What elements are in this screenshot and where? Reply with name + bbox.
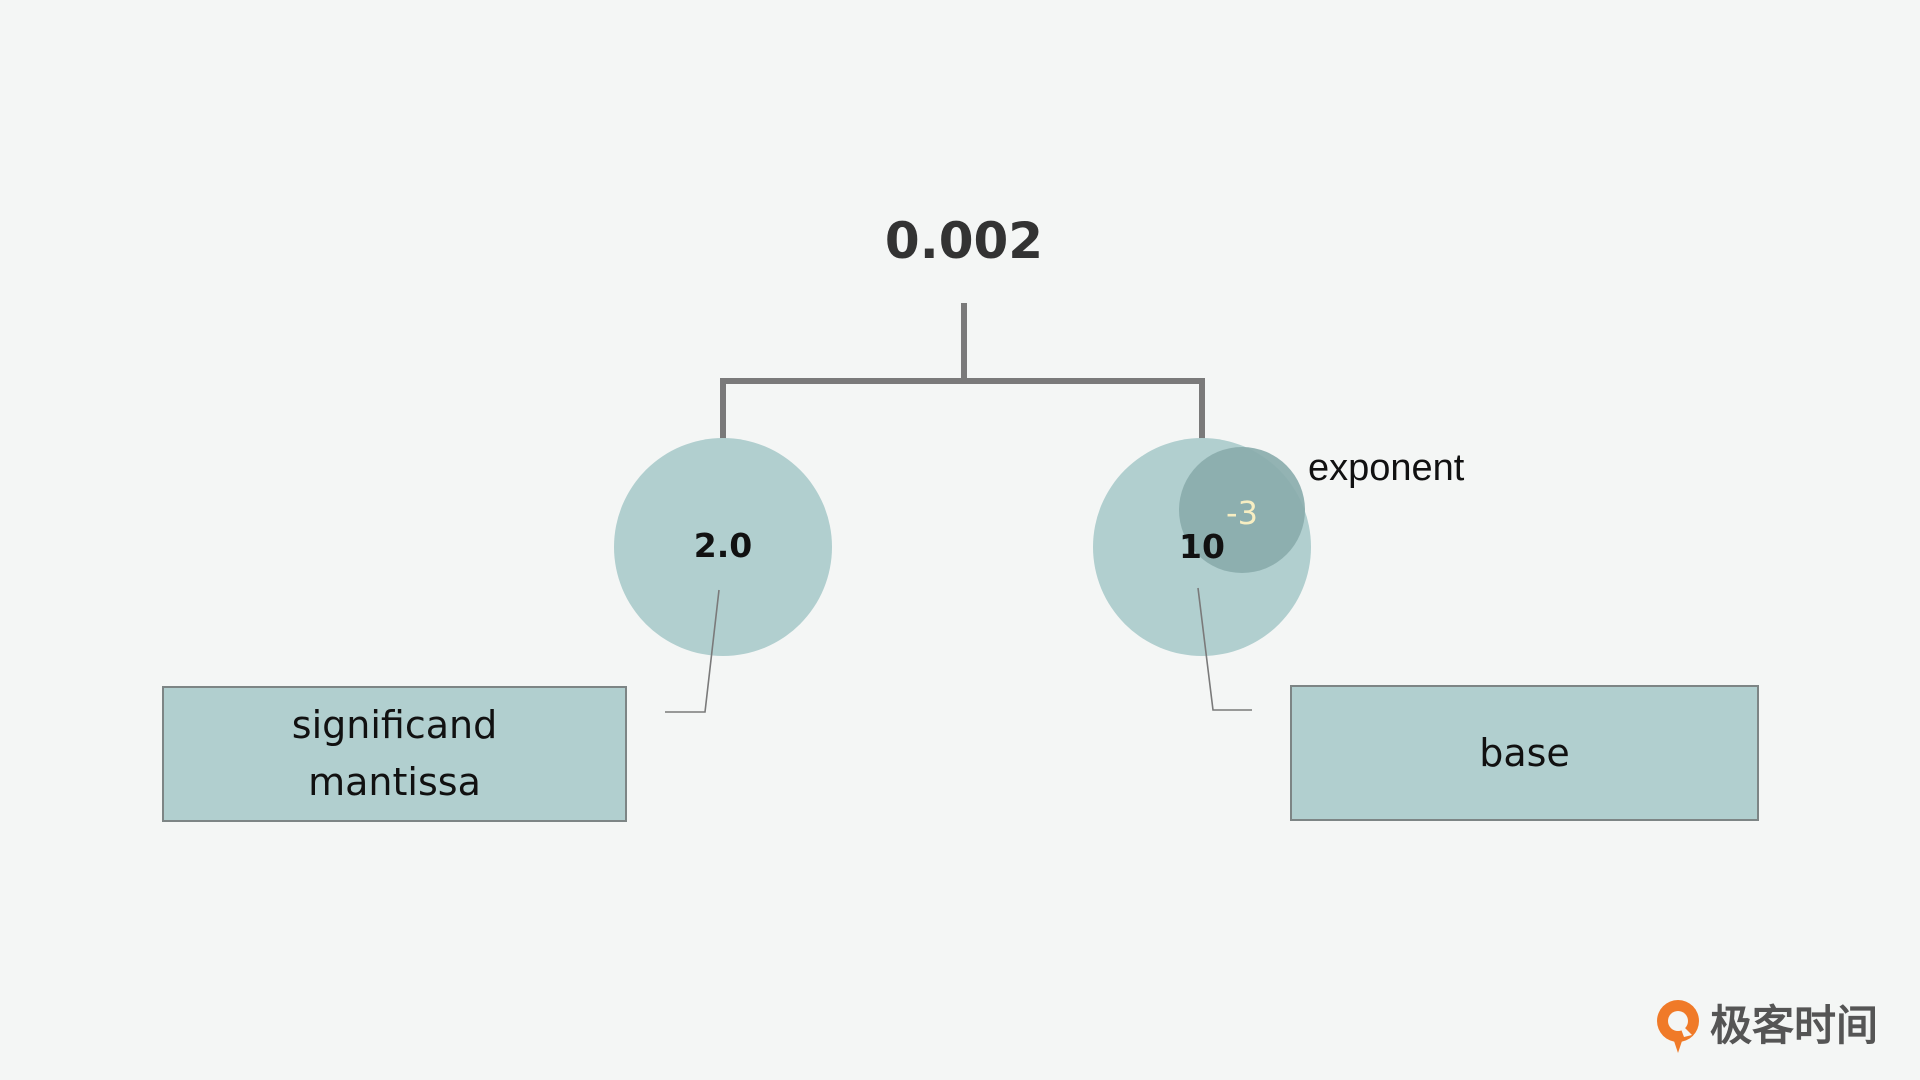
brand-logo-text: 极客时间 — [1710, 1001, 1879, 1050]
significand-label-line-1: significand — [291, 703, 498, 747]
significand-label-box: significand mantissa — [162, 686, 627, 822]
significand-callout-line — [665, 589, 720, 713]
significand-label-line-2: mantissa — [308, 760, 481, 804]
base-callout-line — [1197, 587, 1252, 711]
geektime-logo-icon — [1657, 1000, 1699, 1053]
decimal-number: 0.002 — [884, 212, 1044, 270]
significand-value: 2.0 — [693, 526, 753, 565]
exponent-value: -3 — [1226, 494, 1258, 532]
base-label: base — [1479, 730, 1570, 775]
significand-circle — [614, 438, 832, 656]
connector-branches — [720, 378, 1205, 440]
tree-connector — [720, 303, 1205, 440]
exponent-circle — [1179, 447, 1305, 573]
base-value: 10 — [1179, 527, 1225, 566]
exponent-label: exponent — [1308, 447, 1465, 489]
brand-logo: 极客时间 — [1654, 996, 1878, 1056]
base-label-box: base — [1290, 685, 1759, 821]
